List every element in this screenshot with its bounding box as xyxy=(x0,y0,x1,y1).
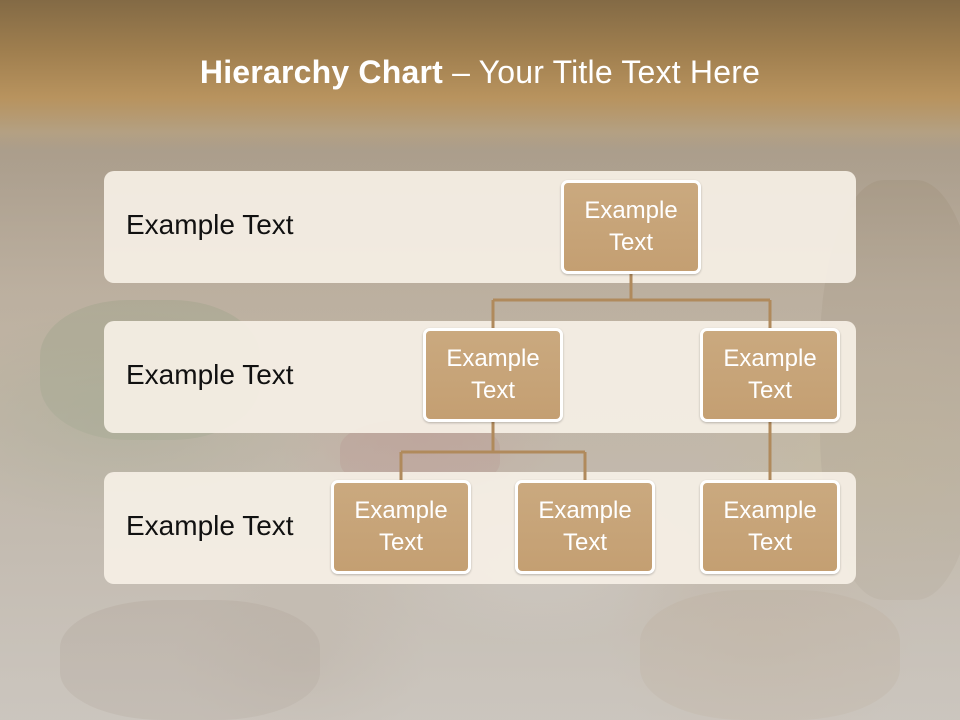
title-bar xyxy=(0,0,960,150)
node-level3-a[interactable]: Example Text xyxy=(331,480,471,574)
node-root[interactable]: Example Text xyxy=(561,180,701,274)
row-label-2: Example Text xyxy=(126,359,294,390)
title-bold: Hierarchy Chart xyxy=(199,54,443,90)
row-label-1: Example Text xyxy=(126,209,294,240)
row-band-1: Example Text xyxy=(104,171,856,283)
row-label-3: Example Text xyxy=(126,510,294,541)
node-level2-right[interactable]: Example Text xyxy=(700,328,840,422)
node-level2-left[interactable]: Example Text xyxy=(423,328,563,422)
node-level3-c[interactable]: Example Text xyxy=(700,480,840,574)
title-rest: – Your Title Text Here xyxy=(443,54,761,90)
slide-title: Hierarchy Chart – Your Title Text Here xyxy=(0,54,960,91)
node-level3-b[interactable]: Example Text xyxy=(515,480,655,574)
